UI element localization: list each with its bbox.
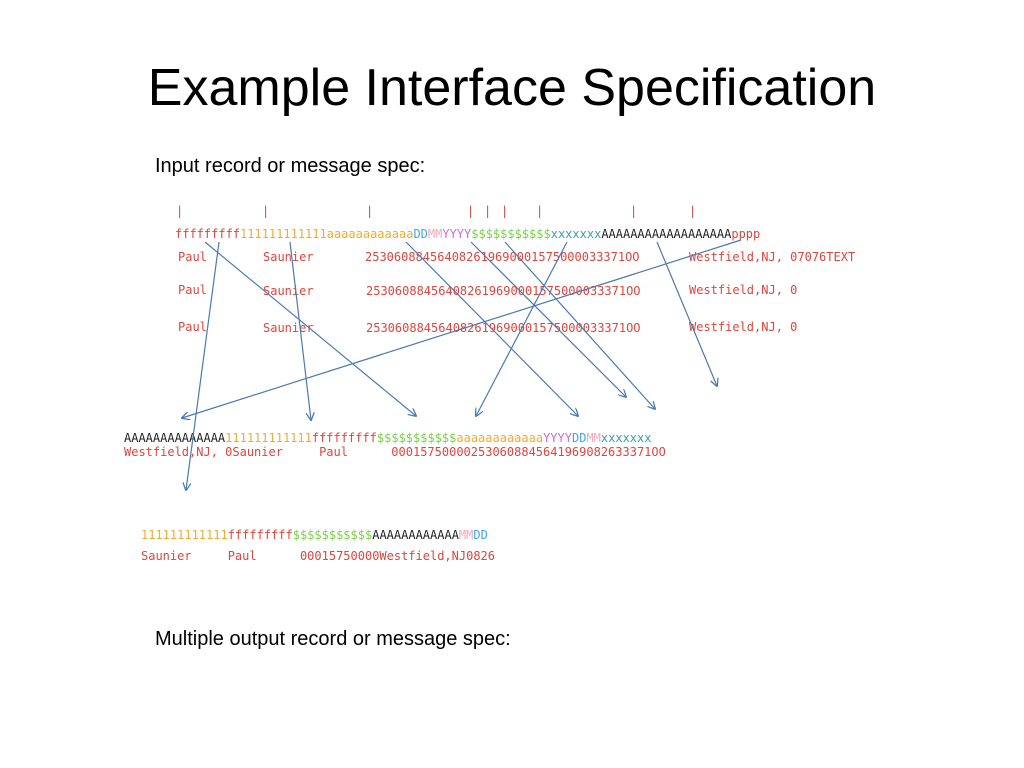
spec-field: fffffffff <box>175 227 241 241</box>
mapping-arrow <box>470 241 626 397</box>
mapping-arrow <box>656 241 717 386</box>
mapping-arrow <box>289 241 311 420</box>
mapping-arrow <box>182 239 742 418</box>
spec-field: fffffffff <box>311 431 377 445</box>
tick-mark: | <box>262 204 270 218</box>
spec-field: AAAAAAAAAAAA <box>372 528 459 542</box>
tick-mark: | <box>536 204 544 218</box>
input-spec-caption: Input record or message spec: <box>155 155 426 177</box>
numeric-fields: 253060884564082619690001575000033371OO <box>365 250 640 264</box>
spec-field: fffffffff <box>227 528 293 542</box>
spec-field: $$$$$$$$$$$ <box>471 227 551 241</box>
output2-spec-line: 111111111111fffffffff$$$$$$$$$$$AAAAAAAA… <box>141 529 488 541</box>
spec-field: xxxxxxx <box>600 431 652 445</box>
spec-field: AAAAAAAAAAAAAAAAAA <box>601 227 732 241</box>
tick-mark: | <box>501 204 509 218</box>
tick-mark: | <box>366 204 374 218</box>
tick-mark: | <box>689 204 697 218</box>
mapping-arrow <box>204 241 416 416</box>
spec-field: YYYY <box>543 431 572 445</box>
address: Westfield,NJ, 0 <box>689 320 798 334</box>
input-spec-line: fffffffff111111111111aaaaaaaaaaaaDDMMYYY… <box>175 228 760 240</box>
spec-field: MM <box>458 528 474 542</box>
spec-field: 111111111111 <box>141 528 228 542</box>
first-name: Paul <box>178 320 207 334</box>
spec-field: DD <box>473 528 488 542</box>
first-name: Paul <box>178 250 207 264</box>
mapping-arrow <box>504 241 655 409</box>
spec-field: $$$$$$$$$$$ <box>376 431 457 445</box>
numeric-fields: 253060884564082619690001575000033371OO <box>366 321 641 335</box>
spec-field: xxxxxxx <box>550 227 602 241</box>
tick-mark: | <box>630 204 638 218</box>
spec-field: DD <box>413 227 428 241</box>
address: Westfield,NJ, 0 <box>689 283 798 297</box>
address: Westfield,NJ, 07076TEXT <box>689 250 856 264</box>
output1-spec-line: AAAAAAAAAAAAAA111111111111fffffffff$$$$$… <box>124 432 651 444</box>
spec-field: $$$$$$$$$$$ <box>292 528 373 542</box>
last-name: Saunier <box>263 250 314 264</box>
spec-field: aaaaaaaaaaaa <box>456 431 544 445</box>
output1-data-line: Westfield,NJ, 0Saunier Paul 000157500002… <box>124 445 666 459</box>
mapping-arrow <box>186 241 220 490</box>
last-name: Saunier <box>263 284 314 298</box>
slide-title: Example Interface Specification <box>147 59 877 117</box>
output2-data-line: Saunier Paul 00015750000Westfield,NJ0826 <box>141 549 496 563</box>
spec-field: YYYY <box>442 227 472 241</box>
tick-mark: | <box>467 204 475 218</box>
mapping-arrow <box>405 241 578 416</box>
spec-field: MM <box>427 227 443 241</box>
spec-field: DD <box>571 431 587 445</box>
spec-field: MM <box>586 431 601 445</box>
mapping-arrow <box>476 241 568 416</box>
tick-mark: | <box>484 204 492 218</box>
spec-field: AAAAAAAAAAAAAA <box>124 431 226 445</box>
output-spec-caption: Multiple output record or message spec: <box>155 628 511 650</box>
spec-field: 111111111111 <box>225 431 312 445</box>
spec-field: pppp <box>731 227 761 241</box>
spec-field: aaaaaaaaaaaa <box>326 227 414 241</box>
spec-field: 111111111111 <box>240 227 327 241</box>
tick-mark: | <box>176 204 184 218</box>
first-name: Paul <box>178 283 207 297</box>
